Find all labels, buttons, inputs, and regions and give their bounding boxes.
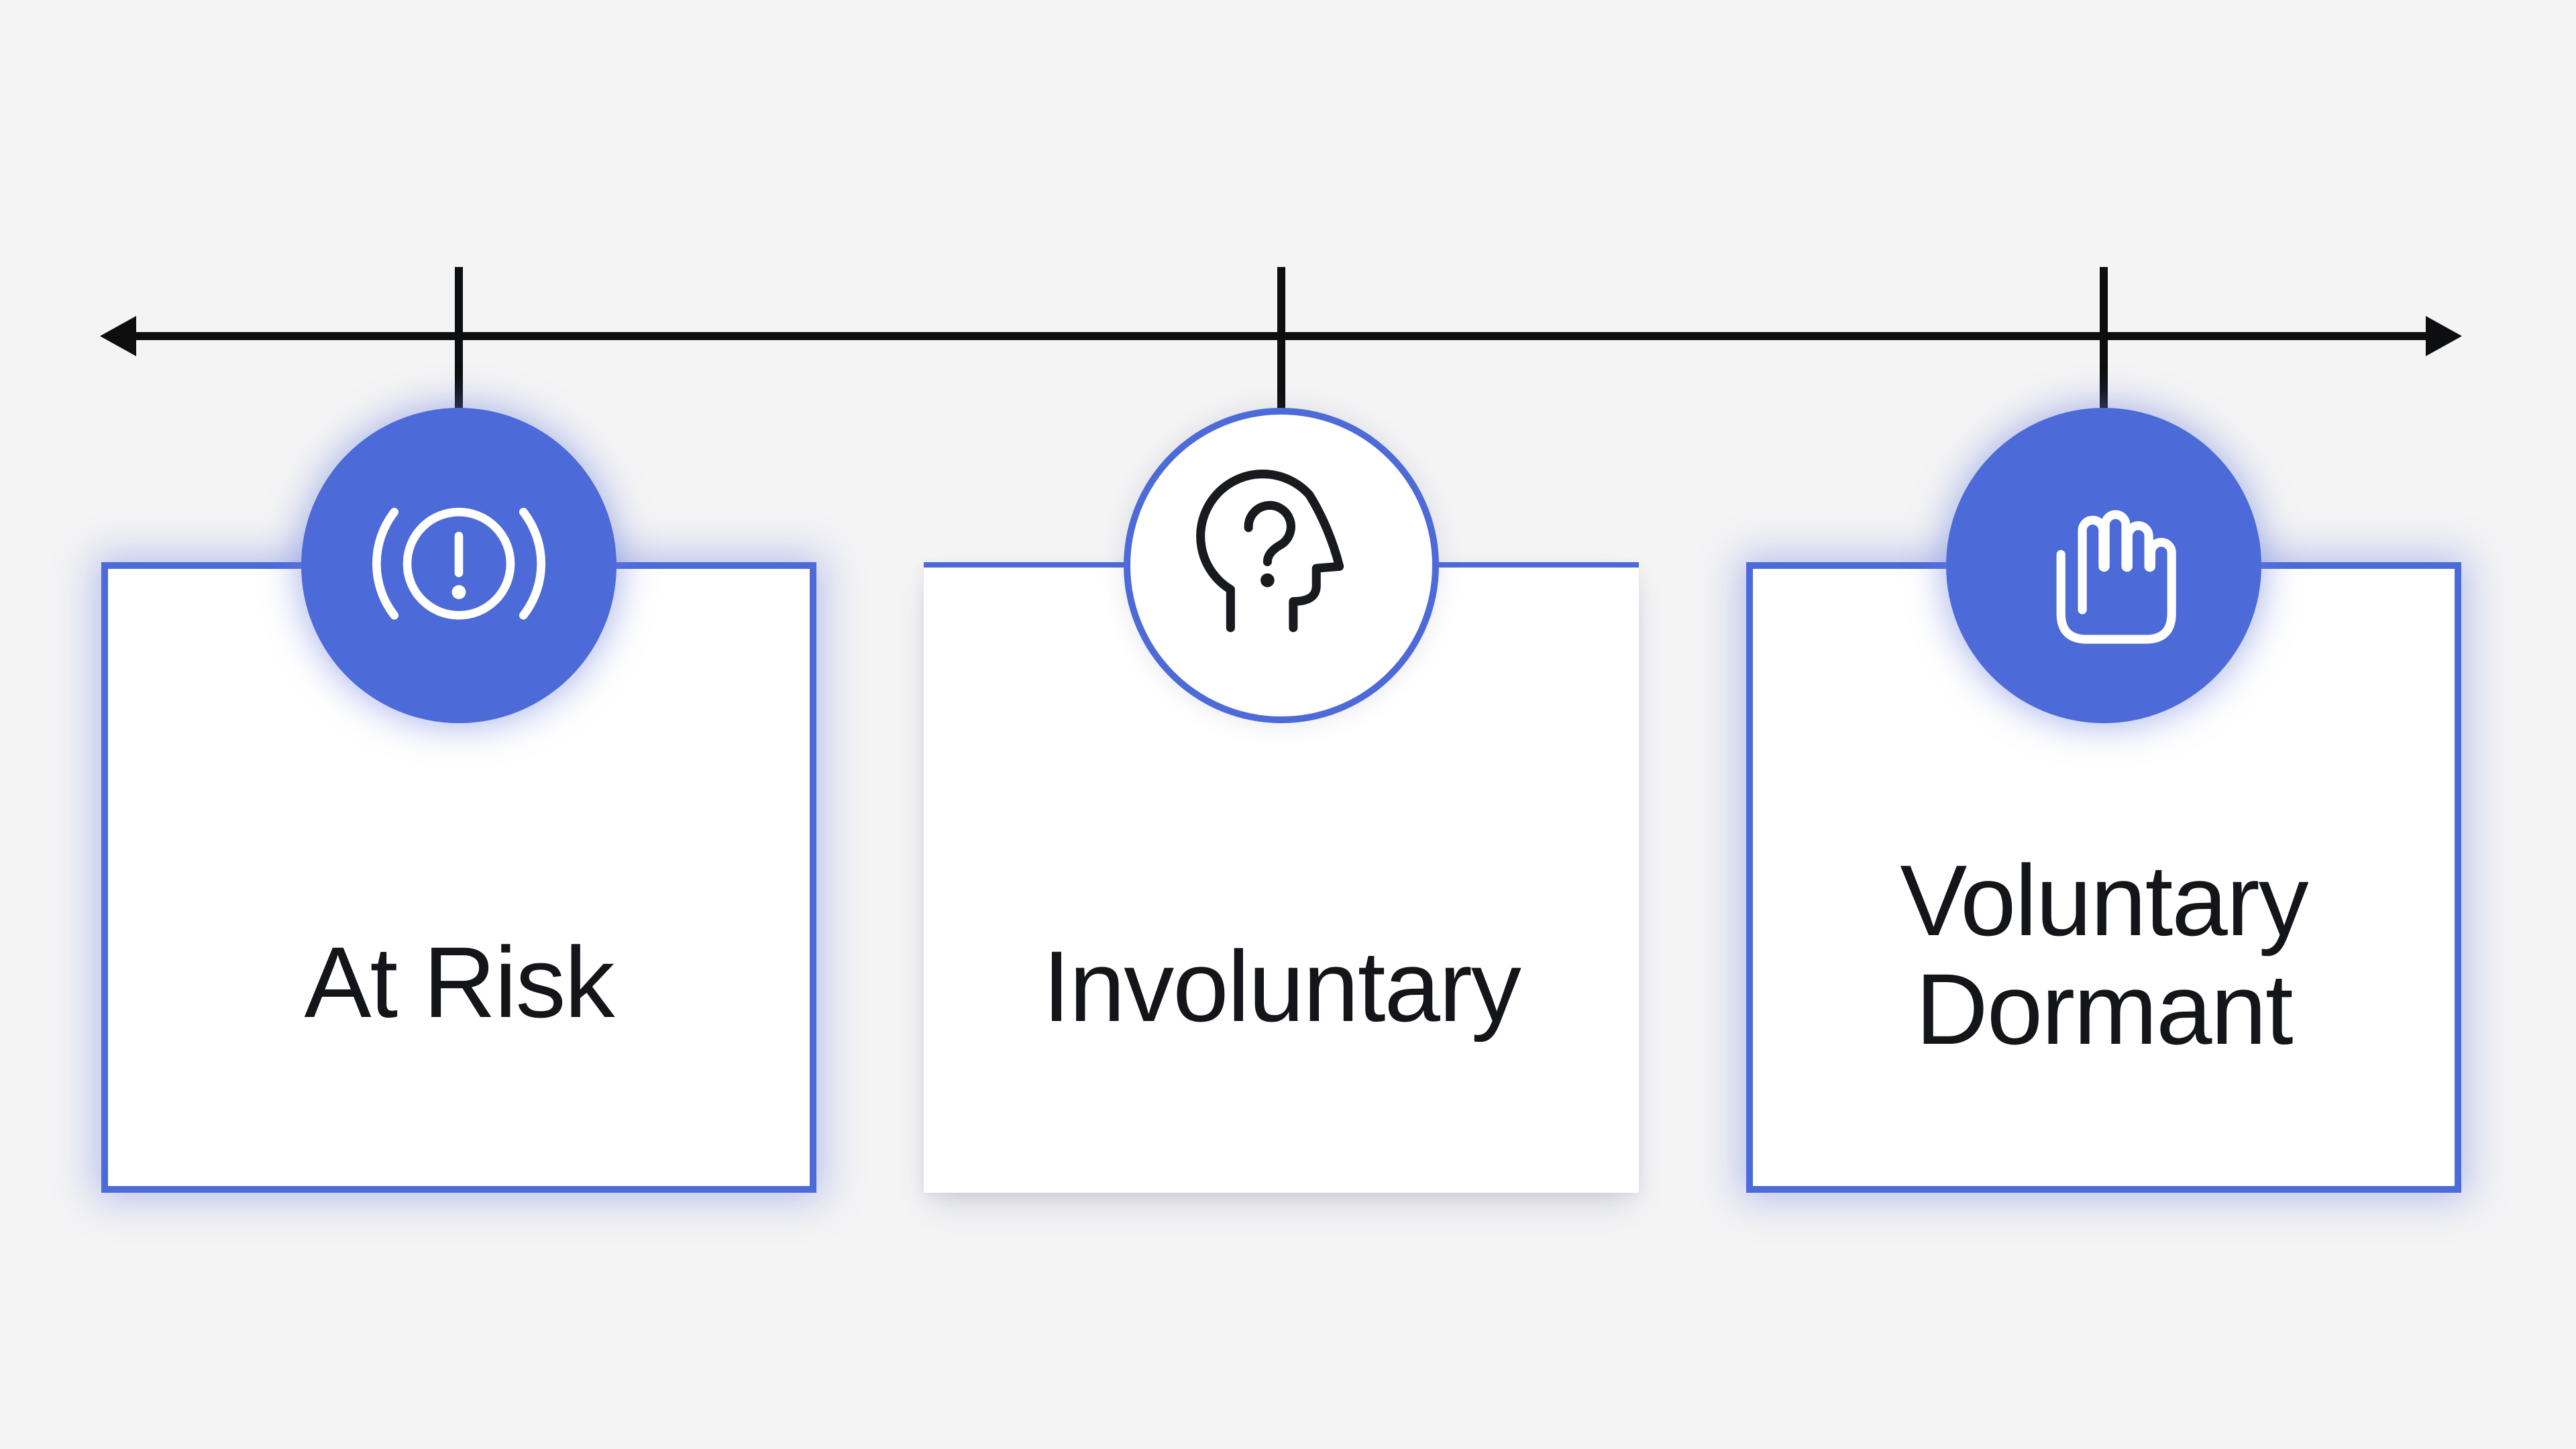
- timeline-tick: [2100, 267, 2108, 425]
- timeline-tick: [455, 267, 463, 425]
- stage-circle-involuntary: [1124, 408, 1439, 723]
- timeline-tick: [1277, 267, 1285, 425]
- arrow-left-icon: [100, 316, 136, 356]
- arrow-right-icon: [2426, 316, 2462, 356]
- brake-alert-icon: [370, 477, 547, 654]
- head-question-icon: [1171, 455, 1392, 676]
- stage-label: Involuntary: [1042, 930, 1521, 1043]
- stop-hand-icon: [2015, 477, 2192, 654]
- stage-label: Voluntary Dormant: [1900, 844, 2308, 1065]
- stage-card-at-risk: At Risk: [101, 562, 816, 1193]
- stage-circle-voluntary-dormant: [1946, 408, 2261, 723]
- stage-label: At Risk: [304, 926, 614, 1039]
- stage-circle-at-risk: [301, 408, 616, 723]
- stage-card-voluntary-dormant: Voluntary Dormant: [1746, 562, 2461, 1193]
